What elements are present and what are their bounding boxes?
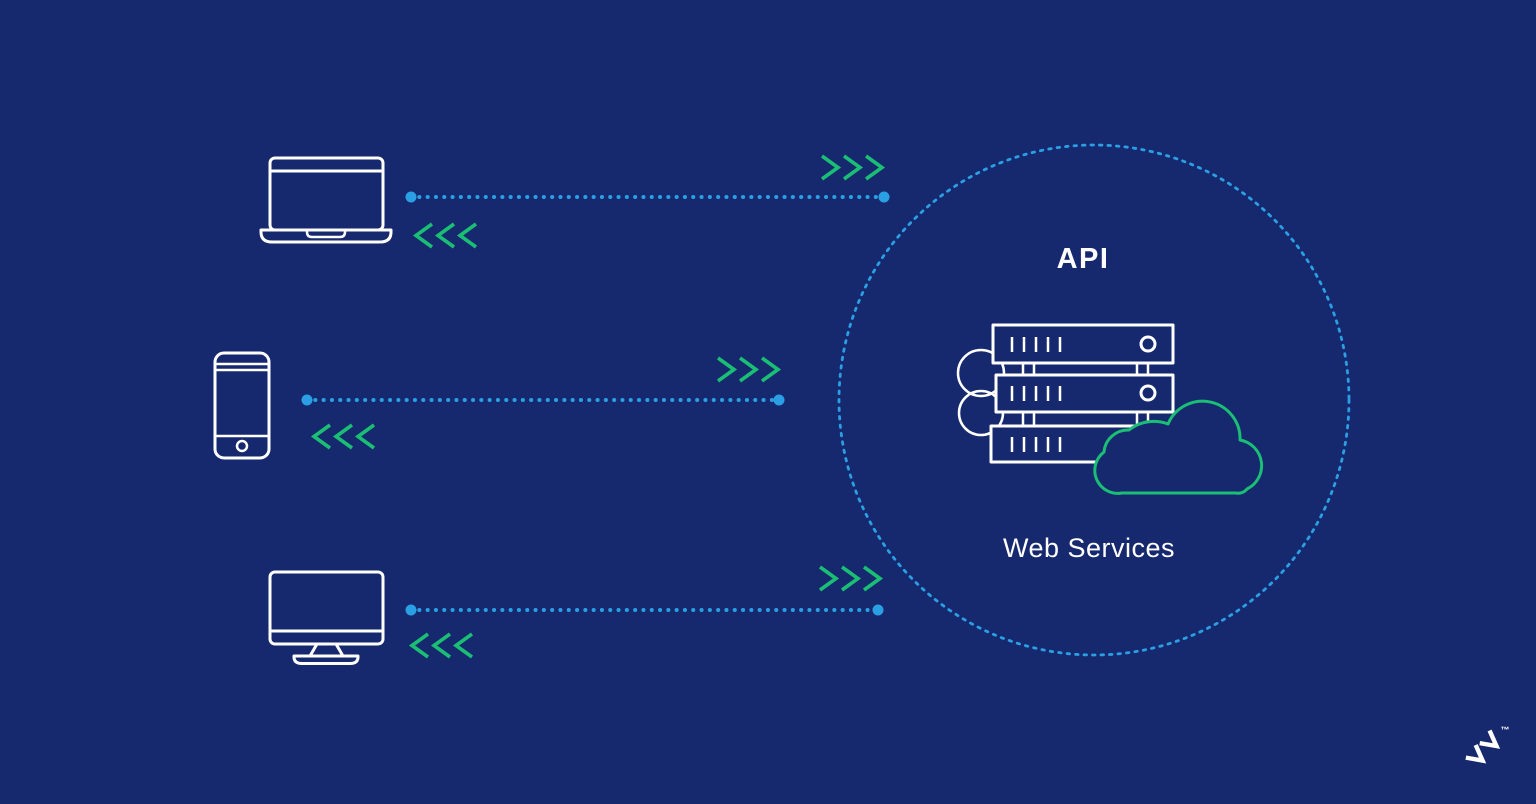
smartphone-connection-line	[301, 394, 785, 406]
smartphone-response-arrows-icon	[310, 423, 376, 450]
desktop-response-arrows-icon	[408, 632, 474, 659]
desktop-monitor-icon	[268, 570, 385, 665]
api-title: API	[1056, 243, 1110, 275]
api-circle	[837, 143, 1351, 657]
desktop-request-arrows-icon	[818, 565, 884, 592]
laptop-connection-line	[405, 191, 890, 203]
toptal-logo-icon	[1465, 729, 1501, 764]
cloud-icon	[1093, 399, 1264, 495]
desktop-connection-line	[405, 604, 884, 616]
laptop-response-arrows-icon	[412, 222, 478, 249]
web-services-label: Web Services	[1002, 533, 1176, 563]
trademark-label: ™	[1500, 725, 1510, 735]
laptop-request-arrows-icon	[820, 154, 886, 181]
laptop-icon	[259, 156, 393, 244]
smartphone-icon	[213, 351, 271, 460]
smartphone-request-arrows-icon	[716, 356, 782, 383]
